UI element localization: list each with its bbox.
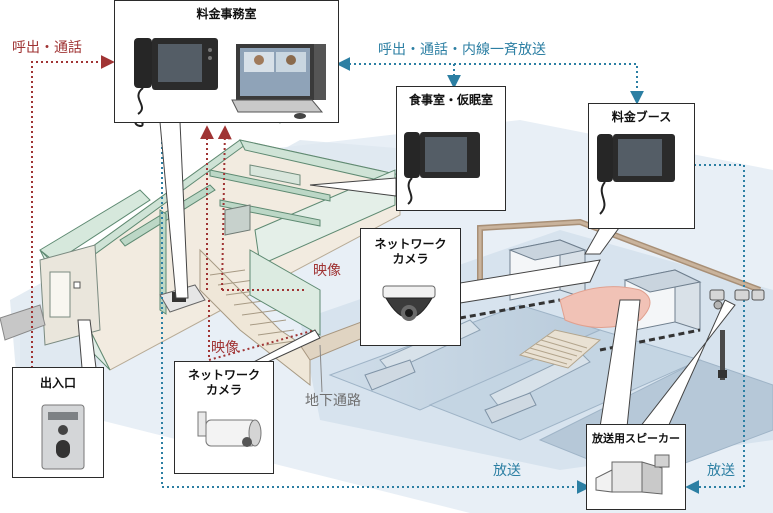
- call-talk-label: 呼出・通話: [12, 40, 82, 56]
- broadcast-lines: [161, 57, 745, 494]
- underground-passage-label: 地下通路: [305, 393, 361, 409]
- video-label-1: 映像: [313, 263, 341, 279]
- entrance-box: 出入口: [12, 367, 104, 478]
- dome-camera-box: ネットワーク カメラ: [360, 228, 461, 346]
- toll-booth-title: 料金ブース: [611, 110, 672, 124]
- toll-booth-box: 料金ブース: [588, 103, 695, 229]
- dome-camera-title-line2: カメラ: [392, 252, 429, 266]
- broadcast-label-left: 放送: [493, 463, 521, 479]
- call-video-lines: [31, 55, 316, 368]
- speaker-horns: [709, 289, 765, 310]
- speaker-box: 放送用スピーカー: [586, 424, 686, 510]
- speaker-title: 放送用スピーカー: [592, 432, 680, 445]
- dome-camera-title: ネットワーク カメラ: [361, 237, 460, 267]
- rest-room-title: 食事室・仮眠室: [408, 93, 493, 107]
- video-label-2: 映像: [211, 340, 239, 356]
- bullet-camera-box: ネットワーク カメラ: [174, 361, 274, 474]
- callout-wedges: [77, 121, 736, 428]
- broadcast-label-right: 放送: [707, 463, 735, 479]
- rest-room-box: 食事室・仮眠室: [396, 86, 506, 211]
- bullet-camera-title: ネットワーク カメラ: [175, 368, 273, 398]
- intercom-broadcast-label: 呼出・通話・内線一斉放送: [378, 42, 546, 58]
- office-title: 料金事務室: [196, 7, 257, 21]
- bullet-camera-title-line2: カメラ: [205, 383, 242, 397]
- entrance-title: 出入口: [39, 376, 76, 390]
- office-box: 料金事務室: [114, 0, 339, 123]
- bullet-camera-title-line1: ネットワーク: [187, 368, 260, 382]
- dome-camera-title-line1: ネットワーク: [374, 237, 447, 251]
